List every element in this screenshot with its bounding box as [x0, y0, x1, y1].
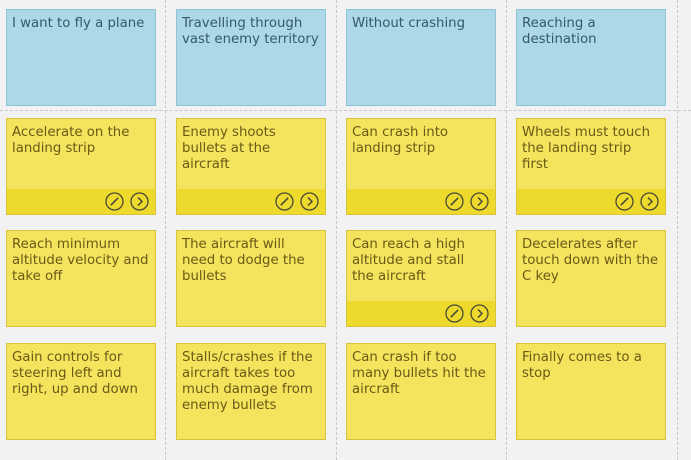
story-card[interactable]: Decelerates after touch down with the C … [516, 230, 666, 327]
story-card[interactable]: Enemy shoots bullets at the aircraft [176, 118, 326, 215]
card-action-bar [177, 189, 325, 214]
chevron-right-icon[interactable] [130, 192, 149, 211]
chevron-right-icon[interactable] [470, 192, 489, 211]
story-card-text: Enemy shoots bullets at the aircraft [182, 125, 276, 172]
story-card-text: Can reach a high altitude and stall the … [352, 237, 465, 284]
goal-card-text: Reaching a destination [522, 16, 597, 47]
edit-pencil-icon[interactable] [445, 192, 464, 211]
chevron-right-icon[interactable] [640, 192, 659, 211]
story-card-text: Can crash if too many bullets hit the ai… [352, 350, 486, 397]
story-card[interactable]: The aircraft will need to dodge the bull… [176, 230, 326, 327]
goal-card-text: Without crashing [352, 16, 466, 31]
story-card[interactable]: Accelerate on the landing strip [6, 118, 156, 215]
column-divider [165, 0, 166, 460]
story-card[interactable]: Reach minimum altitude velocity and take… [6, 230, 156, 327]
goal-card-text: Travelling through vast enemy territory [182, 16, 319, 47]
story-card-text: Finally comes to a stop [522, 350, 642, 381]
goal-card[interactable]: I want to fly a plane [6, 9, 156, 106]
card-action-bar [347, 301, 495, 326]
story-card[interactable]: Can reach a high altitude and stall the … [346, 230, 496, 327]
row-divider [0, 110, 691, 111]
edit-pencil-icon[interactable] [105, 192, 124, 211]
story-card-text: Stalls/crashes if the aircraft takes too… [182, 350, 313, 413]
story-card[interactable]: Stalls/crashes if the aircraft takes too… [176, 343, 326, 440]
goal-card-text: I want to fly a plane [12, 16, 145, 31]
chevron-right-icon[interactable] [470, 304, 489, 323]
edit-pencil-icon[interactable] [275, 192, 294, 211]
goal-card[interactable]: Without crashing [346, 9, 496, 106]
column-divider [677, 0, 678, 460]
story-card-text: The aircraft will need to dodge the bull… [182, 237, 305, 284]
story-card-text: Accelerate on the landing strip [12, 125, 130, 156]
edit-pencil-icon[interactable] [615, 192, 634, 211]
story-card-text: Decelerates after touch down with the C … [522, 237, 659, 284]
card-action-bar [347, 189, 495, 214]
story-card[interactable]: Can crash into landing strip [346, 118, 496, 215]
edit-pencil-icon[interactable] [445, 304, 464, 323]
goal-card[interactable]: Travelling through vast enemy territory [176, 9, 326, 106]
card-action-bar [517, 189, 665, 214]
column-divider [336, 0, 337, 460]
goal-card[interactable]: Reaching a destination [516, 9, 666, 106]
chevron-right-icon[interactable] [300, 192, 319, 211]
story-card[interactable]: Gain controls for steering left and righ… [6, 343, 156, 440]
card-action-bar [7, 189, 155, 214]
story-card[interactable]: Finally comes to a stop [516, 343, 666, 440]
story-card-text: Can crash into landing strip [352, 125, 449, 156]
story-card[interactable]: Wheels must touch the landing strip firs… [516, 118, 666, 215]
story-card-text: Wheels must touch the landing strip firs… [522, 125, 651, 172]
story-card[interactable]: Can crash if too many bullets hit the ai… [346, 343, 496, 440]
story-card-text: Gain controls for steering left and righ… [12, 350, 138, 397]
story-card-text: Reach minimum altitude velocity and take… [12, 237, 149, 284]
column-divider [506, 0, 507, 460]
